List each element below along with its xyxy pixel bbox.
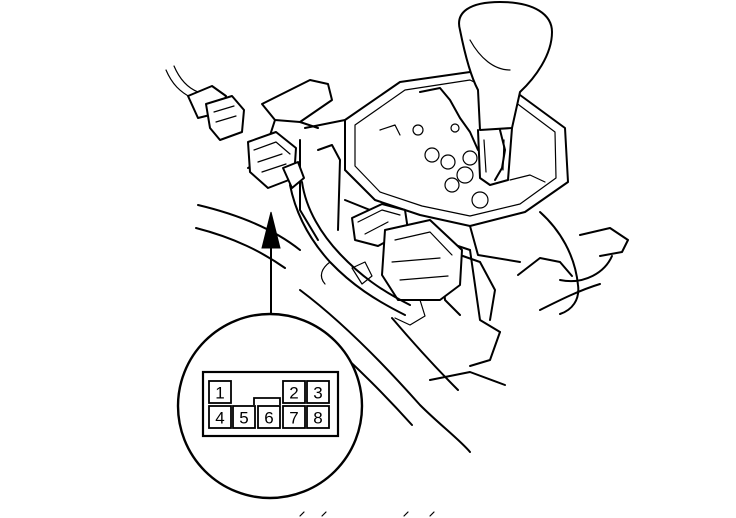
pin-cell-5 — [232, 405, 256, 429]
pin-cell-4 — [208, 405, 232, 429]
edge-marks — [299, 511, 435, 517]
pin-cell-7 — [282, 405, 306, 429]
pin-label-1: 1 — [215, 384, 224, 403]
shift-knob — [458, 1, 553, 186]
pin-label-7: 7 — [289, 409, 298, 428]
pin-label-3: 3 — [313, 384, 322, 403]
upper-harness-connector — [165, 65, 245, 141]
pin-cell-6 — [257, 405, 281, 429]
pin-cell-8 — [306, 405, 330, 429]
wire-harness — [289, 181, 411, 316]
connector-detail-callout: 1 2 3 4 5 6 7 8 — [176, 312, 364, 500]
pin-cell-1 — [208, 380, 232, 404]
pin-label-2: 2 — [289, 384, 298, 403]
shifter-housing — [299, 119, 521, 333]
pin-label-5: 5 — [239, 409, 248, 428]
pin-cell-2 — [282, 380, 306, 404]
pin-label-6: 6 — [264, 409, 273, 428]
pin-label-4: 4 — [215, 409, 224, 428]
pin-cell-3 — [306, 380, 330, 404]
pin-label-8: 8 — [313, 409, 322, 428]
polarization-key — [253, 397, 281, 405]
shift-bezel — [247, 71, 569, 227]
shifter-connector — [247, 131, 305, 189]
